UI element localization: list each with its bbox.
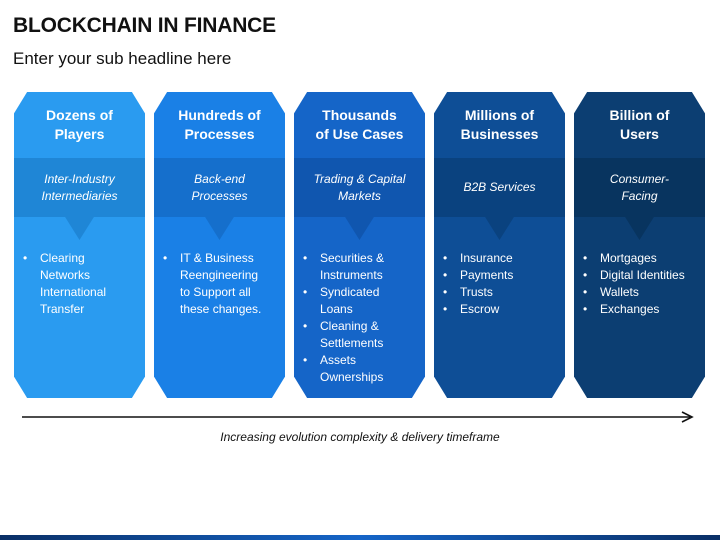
heading-line: Businesses (460, 126, 539, 142)
category-label: Trading & Capital Markets (294, 158, 425, 217)
category-line: Intermediaries (41, 188, 118, 203)
list-item: Trusts (442, 284, 559, 301)
list-item: IT & Business (162, 250, 279, 267)
heading-line: Players (54, 126, 105, 142)
item-list: Mortgages Digital Identities Wallets Exc… (582, 250, 699, 318)
category-line: Facing (621, 188, 658, 203)
list-item: Securities & (302, 250, 419, 267)
list-item: these changes. (180, 302, 262, 316)
bottom-accent-bar (0, 535, 720, 540)
list-item: Ownerships (320, 370, 384, 384)
category-label: B2B Services (434, 158, 565, 217)
heading-line: Dozens of (46, 107, 113, 123)
list-item: Loans (320, 302, 353, 316)
list-item: Digital Identities (582, 267, 699, 284)
page-title: BLOCKCHAIN IN FINANCE (13, 14, 276, 37)
list-item: Syndicated (302, 284, 419, 301)
column-heading: Hundreds of Processes (154, 92, 285, 158)
list-item: Escrow (442, 301, 559, 318)
column-heading: Billion of Users (574, 92, 705, 158)
category-line: Inter-Industry (44, 171, 115, 186)
list-item: Networks (40, 268, 91, 282)
item-list: Clearing Networks International Transfer (22, 250, 139, 318)
column-heading: Millions of Businesses (434, 92, 565, 158)
heading-line: Thousands (322, 107, 397, 123)
list-item: Transfer (40, 302, 85, 316)
category-line: Back-end (194, 171, 245, 186)
heading-line: Millions of (464, 107, 535, 123)
list-item: to Support all (180, 285, 251, 299)
category-label: Inter-Industry Intermediaries (14, 158, 145, 217)
list-item: Settlements (320, 336, 384, 350)
column-panel (154, 92, 285, 398)
column-panel (434, 92, 565, 398)
stage-column-millions-of-businesses: Millions of Businesses B2B Services Insu… (434, 92, 565, 398)
category-label: Back-end Processes (154, 158, 285, 217)
list-item: Exchanges (582, 301, 699, 318)
category-line: Markets (338, 188, 381, 203)
category-line: B2B Services (463, 180, 536, 194)
column-heading: Dozens of Players (14, 92, 145, 158)
category-line: Trading & Capital (313, 171, 406, 186)
stage-column-hundreds-of-processes: Hundreds of Processes Back-end Processes… (154, 92, 285, 398)
column-heading: Thousands of Use Cases (294, 92, 425, 158)
list-item: Instruments (320, 268, 383, 282)
list-item: Assets (302, 352, 419, 369)
column-panel (574, 92, 705, 398)
category-line: Consumer- (609, 171, 670, 186)
heading-line: of Use Cases (315, 126, 404, 142)
item-list: Securities & Instruments Syndicated Loan… (302, 250, 419, 386)
list-item: Insurance (442, 250, 559, 267)
stage-column-dozens-of-players: Dozens of Players Inter-Industry Interme… (14, 92, 145, 398)
list-item: International (40, 285, 107, 299)
timeline-arrow-icon (22, 411, 694, 423)
item-list: Insurance Payments Trusts Escrow (442, 250, 559, 318)
heading-line: Billion of (609, 107, 670, 123)
heading-line: Users (620, 126, 659, 142)
list-item: Wallets (582, 284, 699, 301)
list-item: Mortgages (582, 250, 699, 267)
category-line: Processes (191, 188, 248, 203)
list-item: Reengineering (180, 268, 259, 282)
timeline-caption: Increasing evolution complexity & delive… (220, 430, 500, 444)
column-panel (294, 92, 425, 398)
page-subtitle: Enter your sub headline here (13, 49, 232, 68)
list-item: Payments (442, 267, 559, 284)
list-item: Cleaning & (302, 318, 419, 335)
heading-line: Processes (184, 126, 255, 142)
stage-columns: Dozens of Players Inter-Industry Interme… (14, 92, 706, 398)
category-label: Consumer- Facing (574, 158, 705, 217)
list-item: Clearing (22, 250, 139, 267)
item-list: IT & Business Reengineering to Support a… (162, 250, 279, 318)
stage-column-thousands-of-use-cases: Thousands of Use Cases Trading & Capital… (294, 92, 425, 398)
heading-line: Hundreds of (178, 107, 261, 123)
column-panel (14, 92, 145, 398)
stage-column-billion-of-users: Billion of Users Consumer- Facing Mortga… (574, 92, 705, 398)
